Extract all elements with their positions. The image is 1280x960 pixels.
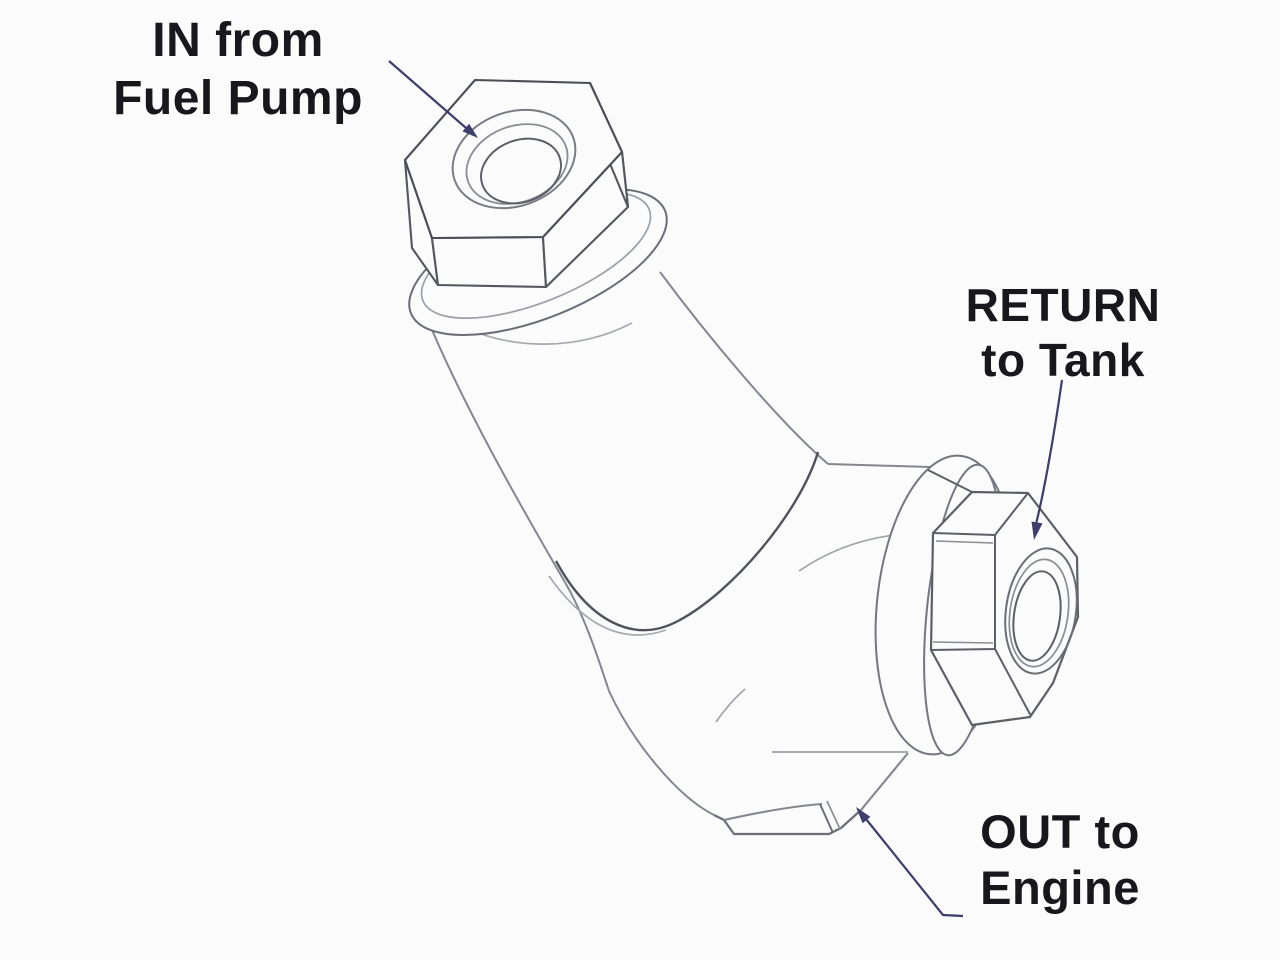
inlet-nut-front-face	[430, 235, 548, 289]
return-label: RETURN to Tank	[880, 278, 1246, 388]
out-label: OUT to Engine	[878, 804, 1242, 917]
out-label-line2: Engine	[980, 861, 1140, 915]
filter-canister-body	[420, 271, 829, 692]
return-leader-arrow	[1031, 379, 1064, 540]
return-label-line2: to Tank	[981, 334, 1145, 387]
return-port	[1004, 547, 1078, 675]
in-label-line2: Fuel Pump	[113, 71, 363, 125]
inlet-port	[451, 108, 577, 210]
in-label-line1: IN from	[152, 14, 324, 67]
lower-housing	[608, 463, 931, 816]
in-label: IN from Fuel Pump	[36, 12, 440, 127]
return-nut-silhouette	[929, 490, 1080, 727]
outlet-fitting	[713, 800, 862, 836]
out-leader-arrow	[856, 807, 964, 918]
out-label-line1: OUT to	[980, 805, 1140, 858]
inlet-hex-nut	[403, 78, 630, 289]
in-leader-arrow	[388, 60, 478, 138]
inlet-nut-top-face	[403, 78, 624, 240]
return-label-line1: RETURN	[965, 279, 1161, 331]
